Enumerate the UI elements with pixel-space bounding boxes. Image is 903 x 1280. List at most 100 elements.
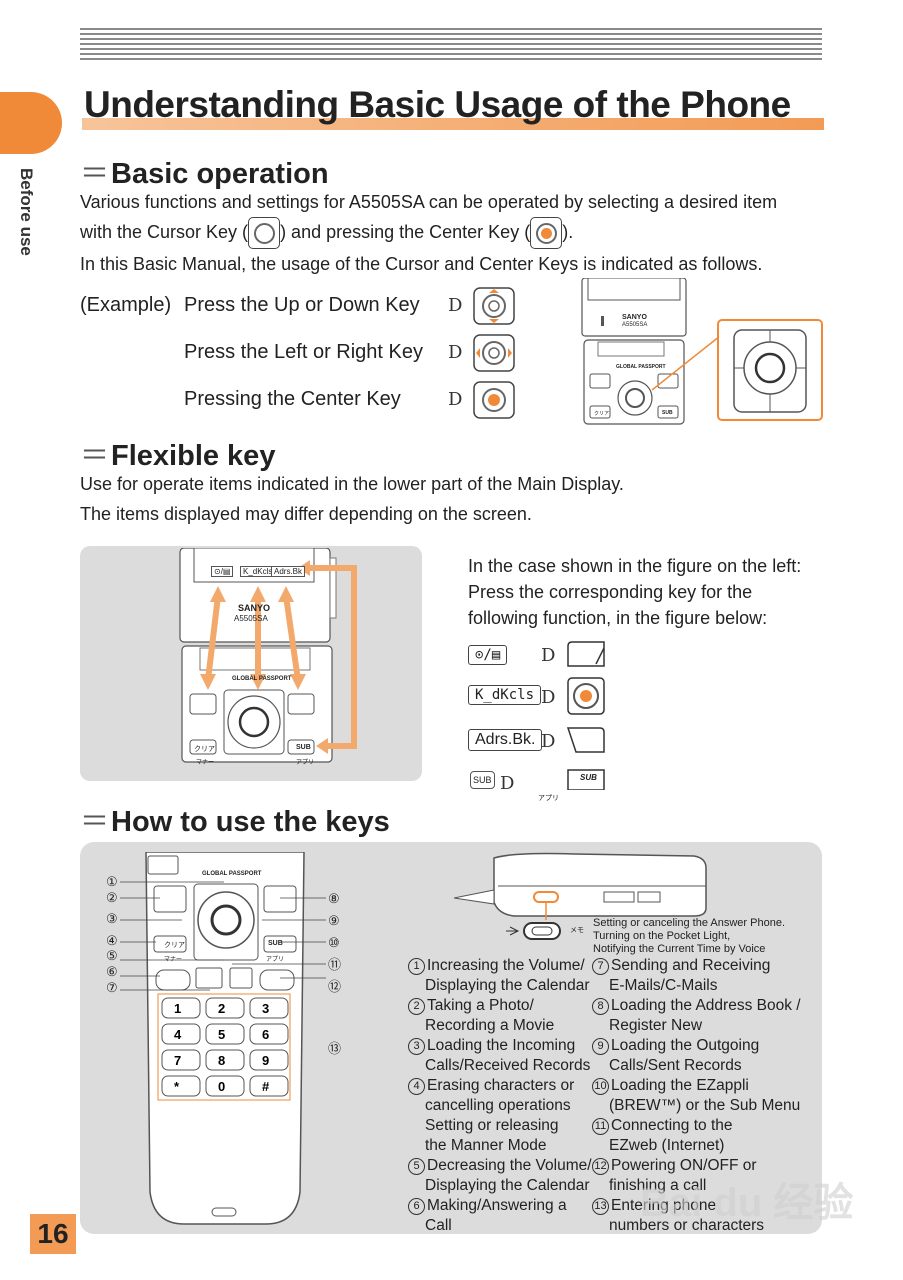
- center-key-function-icon: [567, 677, 605, 715]
- key-number-badge: 13: [592, 1198, 609, 1215]
- cursor-key-icon: [248, 217, 281, 250]
- keypad-key-9: [249, 1049, 289, 1071]
- keypad-key-label: #: [262, 1079, 270, 1094]
- example-arrow-3: D: [448, 389, 463, 410]
- function-label-camera: ⊙/▤: [468, 645, 508, 665]
- page-title: Understanding Basic Usage of the Phone: [84, 84, 791, 125]
- flex-phone-brand: SANYO: [238, 603, 271, 613]
- basic-op-line-3: In this Basic Manual, the usage of the C…: [80, 254, 763, 275]
- flex-appli-label: アプリ: [296, 760, 315, 766]
- example-center: Pressing the Center Key: [184, 388, 401, 410]
- sub-key-icon: [567, 769, 605, 790]
- up-down-key-icon: [473, 287, 515, 325]
- keypad-key-label: 0: [218, 1079, 225, 1094]
- memo-label: メモ: [570, 927, 584, 934]
- memo-key-note: Setting or canceling the Answer Phone.Tu…: [593, 917, 786, 955]
- header-stripes: [80, 28, 822, 62]
- watermark: Bai du 经验: [640, 1181, 854, 1225]
- keypad-key-label: 9: [262, 1053, 269, 1068]
- keypad-key-label: 2: [218, 1001, 225, 1016]
- sub-key-text: SUB: [580, 773, 597, 782]
- right-soft-key-icon: [566, 727, 605, 753]
- center-key-icon: [530, 217, 563, 250]
- function-label-sub: SUB: [470, 771, 495, 789]
- example-key-icons: [473, 287, 515, 419]
- keypad-key-1: [161, 997, 201, 1019]
- keypad-key-3: [249, 997, 289, 1019]
- keypad-key-#: [249, 1075, 289, 1097]
- left-soft-key-icon: [567, 641, 605, 667]
- basic-op-paragraph: Various functions and settings for A5505…: [80, 187, 777, 279]
- key-number-badge: 9: [592, 1038, 609, 1055]
- fn-arrow-2: D: [541, 687, 556, 708]
- example-left-right: Press the Left or Right Key: [184, 341, 424, 363]
- fn-arrow-3: D: [541, 731, 556, 752]
- case-line-3: following function, in the figure below:: [468, 608, 768, 628]
- basic-op-line-1: Various functions and settings for A5505…: [80, 192, 778, 212]
- left-right-key-icon: [473, 334, 515, 372]
- section-heading-basic-operation: ＝Basic operation: [80, 158, 329, 190]
- keypad-key-label: 3: [262, 1001, 269, 1016]
- keys-clear-key: クリア: [164, 942, 185, 949]
- flexible-case-text: In the case shown in the figure on the l…: [468, 553, 801, 631]
- phone-global-passport: GLOBAL PASSPORT: [616, 364, 666, 370]
- keypad-key-2: [205, 997, 245, 1019]
- flex-line-2: The items displayed may differ depending…: [80, 504, 532, 524]
- phone-side-illustration: [454, 852, 707, 920]
- keypad-key-7: [161, 1049, 201, 1071]
- keypad-key-*: [161, 1075, 201, 1097]
- phone-model: A5505SA: [622, 322, 648, 328]
- section-heading-flexible-key: ＝Flexible key: [80, 440, 276, 472]
- case-line-1: In the case shown in the figure on the l…: [468, 556, 802, 576]
- keys-global-passport: GLOBAL PASSPORT: [202, 871, 262, 877]
- example-arrow-2: D: [448, 342, 463, 363]
- example-up-down: Press the Up or Down Key: [184, 294, 420, 316]
- key-number-badge: 8: [592, 998, 609, 1015]
- phone-cursor-illustration: [581, 278, 823, 425]
- chapter-tab: [0, 92, 62, 154]
- flexible-key-paragraph: Use for operate items indicated in the l…: [80, 469, 624, 529]
- key-number-badge: 2: [408, 998, 425, 1015]
- keypad-key-0: [205, 1075, 245, 1097]
- keypad-key-label: 5: [218, 1027, 225, 1042]
- flex-global-passport: GLOBAL PASSPORT: [232, 676, 292, 682]
- flex-clear-key: クリア: [194, 746, 215, 753]
- fn-arrow-1: D: [541, 645, 556, 666]
- keypad-key-6: [249, 1023, 289, 1045]
- phone-sub-key: SUB: [662, 410, 673, 416]
- keypad-key-label: 6: [262, 1027, 269, 1042]
- key-number-badge: 1: [408, 958, 425, 975]
- function-label-adrsbk: Adrs.Bk.: [468, 729, 543, 751]
- keypad-key-4: [161, 1023, 201, 1045]
- key-number-badge: 7: [592, 958, 609, 975]
- keypad-key-label: 8: [218, 1053, 225, 1068]
- keypad-key-label: *: [174, 1079, 180, 1094]
- chapter-side-label: Before use: [17, 168, 36, 256]
- function-key-icons: [566, 641, 605, 790]
- key-number-badge: 4: [408, 1078, 425, 1095]
- screen-label-adrsbk: Adrs.Bk: [271, 566, 306, 577]
- flex-sub-key: SUB: [296, 744, 311, 751]
- center-key-example-icon: [473, 381, 515, 419]
- case-line-2: Press the corresponding key for the: [468, 582, 753, 602]
- flex-line-1: Use for operate items indicated in the l…: [80, 474, 624, 494]
- basic-op-line-2: with the Cursor Key () and pressing the …: [80, 217, 777, 250]
- flex-manner-label: マナー: [196, 760, 215, 766]
- title-underline: [82, 118, 824, 130]
- sub-appli-label: アプリ: [538, 795, 559, 802]
